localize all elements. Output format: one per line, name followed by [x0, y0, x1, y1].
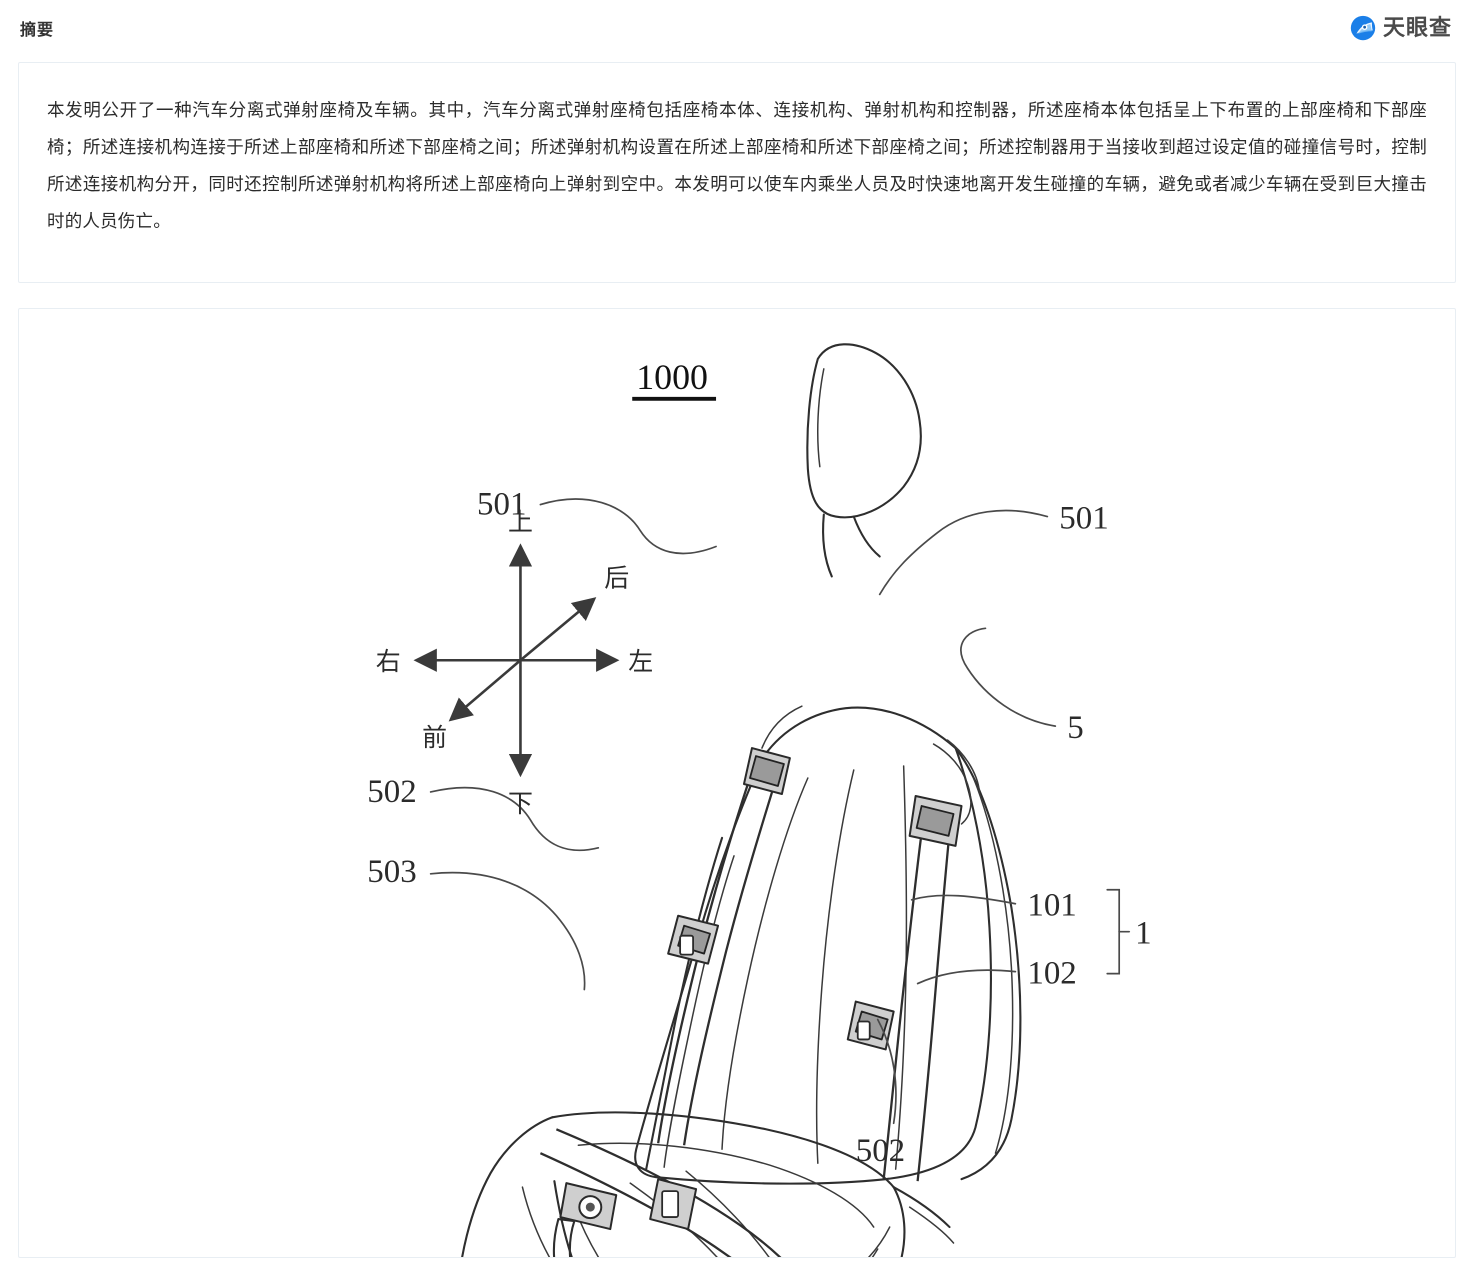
figure-number-1000: 1000 [632, 357, 717, 401]
orientation-compass: 上 下 右 左 后 前 [376, 508, 653, 818]
belt-buckle-upper-left [742, 747, 791, 795]
svg-text:503: 503 [367, 854, 416, 890]
callout-502-left: 502 [367, 774, 600, 852]
svg-text:502: 502 [856, 1133, 905, 1169]
abstract-text: 本发明公开了一种汽车分离式弹射座椅及车辆。其中，汽车分离式弹射座椅包括座椅本体、… [47, 101, 1427, 233]
compass-label-down: 下 [508, 789, 533, 818]
abstract-panel: 本发明公开了一种汽车分离式弹射座椅及车辆。其中，汽车分离式弹射座椅包括座椅本体、… [18, 62, 1456, 283]
patent-drawing: 1000 [367, 343, 1152, 1257]
callout-5-right: 5 [960, 627, 1084, 746]
svg-text:1: 1 [1135, 916, 1151, 952]
svg-text:501: 501 [1059, 501, 1108, 537]
brand-logo[interactable]: 天眼查 [1350, 15, 1452, 41]
compass-label-right: 右 [376, 647, 401, 676]
callout-101-102-group: 101 102 1 [910, 888, 1152, 992]
belt-buckle-upper-right [908, 794, 963, 847]
belt-buckle-lower-left [667, 914, 720, 965]
belt-anchor-center [649, 1178, 698, 1231]
tianyancha-eye-logo-icon [1350, 15, 1376, 40]
compass-label-front: 前 [422, 723, 447, 752]
svg-text:502: 502 [367, 774, 416, 810]
patent-figure-panel: 1000 [18, 308, 1456, 1258]
page-title: 摘要 [20, 21, 55, 39]
callout-501-right: 501 [878, 501, 1109, 596]
page-header: 摘要 天眼查 [0, 0, 1474, 55]
compass-label-left: 左 [628, 647, 653, 676]
svg-text:101: 101 [1027, 888, 1076, 924]
svg-text:501: 501 [477, 487, 526, 523]
svg-text:5: 5 [1067, 710, 1083, 746]
callout-501-left: 501 [477, 487, 717, 555]
callout-502-bottom: 502 [856, 1018, 905, 1169]
callout-503-left: 503 [367, 854, 586, 991]
svg-text:102: 102 [1027, 956, 1076, 992]
compass-label-up: 上 [508, 508, 533, 537]
brand-name: 天眼查 [1382, 14, 1452, 40]
latch-mechanism-503 [552, 1180, 618, 1257]
compass-label-rear: 后 [604, 563, 629, 592]
belt-buckle-lower-right [846, 1000, 895, 1051]
svg-text:1000: 1000 [636, 357, 708, 397]
seat-illustration [461, 343, 1022, 1257]
